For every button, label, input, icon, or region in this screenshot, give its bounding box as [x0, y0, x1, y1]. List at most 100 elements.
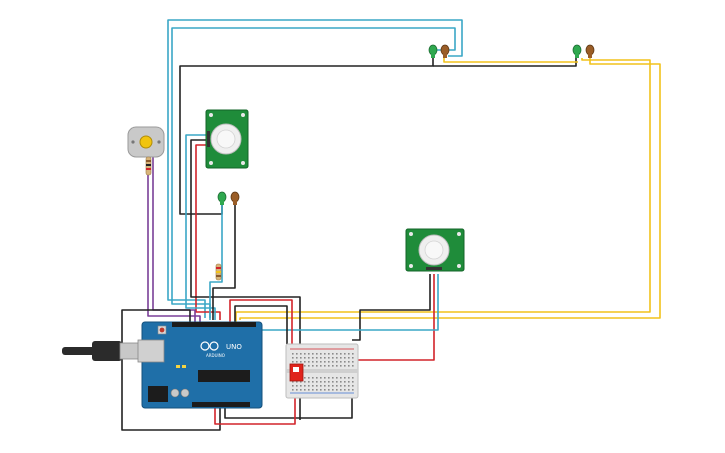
breadboard-hole [328, 385, 330, 387]
breadboard-hole [312, 389, 314, 391]
wire-teal-top-loop-2 [171, 27, 456, 318]
breadboard-hole [352, 385, 354, 387]
breadboard-hole [320, 377, 322, 379]
breadboard-hole [308, 361, 310, 363]
breadboard-hole [344, 377, 346, 379]
pir-sensor-2[interactable] [405, 228, 465, 272]
breadboard-hole [312, 381, 314, 383]
pir-mount-hole-icon [409, 232, 413, 236]
breadboard-hole [312, 361, 314, 363]
breadboard-hole [344, 381, 346, 383]
breadboard-hole [348, 361, 350, 363]
breadboard-hole [352, 377, 354, 379]
breadboard-hole [328, 377, 330, 379]
led-brown-icon [230, 191, 240, 203]
breadboard-hole [332, 357, 334, 359]
breadboard-channel [286, 369, 358, 373]
pir-mount-hole-icon [457, 264, 461, 268]
breadboard-hole [352, 389, 354, 391]
breadboard-hole [340, 377, 342, 379]
arduino-logo-icon [200, 341, 219, 351]
wire-teal-top-loop [167, 19, 463, 318]
atmega-chip [198, 370, 250, 382]
dip-switch[interactable] [289, 363, 304, 382]
breadboard-hole [336, 385, 338, 387]
breadboard-hole [332, 389, 334, 391]
breadboard-hole [296, 385, 298, 387]
breadboard-hole [292, 389, 294, 391]
wire-pir1-red [195, 144, 221, 320]
led-pair-top-1[interactable] [428, 44, 450, 58]
led-green-leads [220, 201, 224, 205]
breadboard-hole [320, 381, 322, 383]
breadboard-hole [312, 385, 314, 387]
led-brown-leads [233, 201, 237, 205]
led-green-icon [428, 44, 438, 56]
breadboard-hole [316, 381, 318, 383]
led-resistor[interactable] [215, 263, 222, 281]
wire-pir1-black [190, 139, 301, 420]
breadboard-hole [300, 357, 302, 359]
led-green-leads [575, 54, 579, 58]
breadboard-hole [324, 361, 326, 363]
breadboard-hole [300, 385, 302, 387]
led-resistor-band-1 [216, 267, 221, 269]
breadboard-hole [308, 365, 310, 367]
arduino-brand-label: ARDUINO [206, 353, 225, 358]
breadboard-hole [340, 365, 342, 367]
wire-pir1-teal [185, 134, 216, 320]
breadboard-hole [300, 381, 302, 383]
resistor[interactable] [145, 156, 152, 176]
breadboard-hole [328, 381, 330, 383]
breadboard-hole [304, 385, 306, 387]
pir-sensor-1[interactable] [205, 109, 249, 169]
breadboard-hole [316, 361, 318, 363]
usb-cable[interactable] [62, 341, 143, 361]
pir-pin-strip [426, 267, 442, 270]
breadboard-hole [316, 365, 318, 367]
breadboard-hole [324, 389, 326, 391]
breadboard-hole [348, 381, 350, 383]
breadboard-hole [300, 389, 302, 391]
breadboard-hole [336, 381, 338, 383]
arduino-board[interactable]: ARDUINO UNO [137, 321, 263, 409]
led-brown-icon [440, 44, 450, 56]
usb-plug-body [92, 341, 122, 361]
breadboard-hole [348, 377, 350, 379]
breadboard[interactable] [285, 343, 359, 399]
motor-screw-right-icon [157, 140, 161, 144]
breadboard-hole [328, 361, 330, 363]
arduino-model-label: UNO [226, 343, 242, 351]
breadboard-hole [324, 353, 326, 355]
wire-yellow-right-1 [239, 58, 661, 320]
dip-switch-toggle[interactable] [293, 367, 299, 372]
led-pair-mid[interactable] [217, 191, 240, 205]
breadboard-hole [296, 361, 298, 363]
breadboard-hole [320, 361, 322, 363]
breadboard-hole [340, 381, 342, 383]
wire-red-top [229, 299, 293, 344]
wire-yellow-right-3 [443, 58, 578, 63]
breadboard-hole [316, 353, 318, 355]
led-pair-top-2[interactable] [572, 44, 595, 58]
breadboard-hole [348, 385, 350, 387]
wire-gnd-black-loop [121, 309, 221, 431]
pir-mount-hole-icon [409, 264, 413, 268]
breadboard-hole [296, 353, 298, 355]
breadboard-hole [352, 365, 354, 367]
board-led-icon [176, 365, 180, 368]
breadboard-hole [308, 357, 310, 359]
pir-dome-inner [424, 240, 444, 260]
breadboard-hole [308, 353, 310, 355]
dc-motor[interactable] [127, 126, 165, 158]
pir-mount-hole-icon [457, 232, 461, 236]
wire-motor-purple [147, 175, 201, 322]
wire-motor-purple-2 [152, 155, 196, 322]
breadboard-hole [304, 377, 306, 379]
wire-mid-led-teal [209, 205, 223, 320]
breadboard-hole [348, 357, 350, 359]
breadboard-hole [312, 365, 314, 367]
breadboard-hole [312, 353, 314, 355]
breadboard-hole [304, 353, 306, 355]
